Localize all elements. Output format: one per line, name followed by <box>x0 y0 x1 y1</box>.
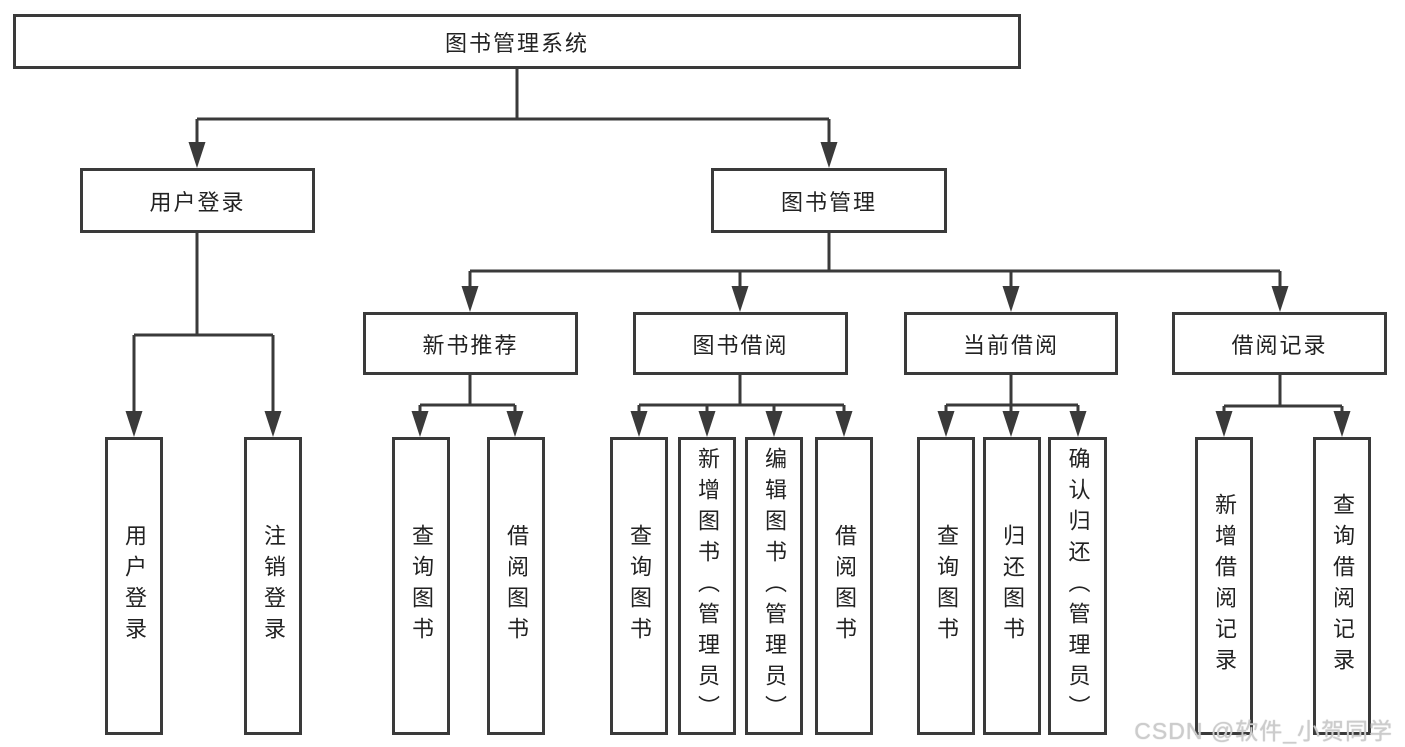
node-book-borrowing: 图书借阅 <box>633 312 848 375</box>
leaf-label: 查询借阅记录 <box>1330 493 1355 679</box>
leaf-add-book-admin: 新增图书（管理员） <box>678 437 736 735</box>
leaf-return-books: 归还图书 <box>983 437 1041 735</box>
leaf-confirm-return-admin: 确认归还（管理员） <box>1048 437 1107 735</box>
leaf-query-books-recommend: 查询图书 <box>392 437 450 735</box>
node-new-book-recommend: 新书推荐 <box>363 312 578 375</box>
node-label: 图书借阅 <box>692 332 789 358</box>
leaf-borrow-books-recommend: 借阅图书 <box>487 437 545 735</box>
leaf-user-login: 用户登录 <box>105 437 163 735</box>
node-label: 用户登录 <box>149 189 246 215</box>
leaf-label: 查询图书 <box>934 524 959 648</box>
leaf-query-books-current: 查询图书 <box>917 437 975 735</box>
leaf-label: 确认归还（管理员） <box>1065 446 1091 726</box>
leaf-logout: 注销登录 <box>244 437 302 735</box>
node-root: 图书管理系统 <box>13 14 1021 69</box>
leaf-label: 归还图书 <box>1000 524 1025 648</box>
node-label: 图书管理 <box>780 189 877 215</box>
node-user-login: 用户登录 <box>80 168 315 233</box>
node-book-management: 图书管理 <box>711 168 947 233</box>
leaf-label: 查询图书 <box>409 524 434 648</box>
node-label: 新书推荐 <box>422 332 519 358</box>
node-label: 借阅记录 <box>1231 332 1328 358</box>
leaf-label: 用户登录 <box>122 524 147 648</box>
leaf-borrow-books-borrowing: 借阅图书 <box>815 437 873 735</box>
csdn-watermark: CSDN @软件_小贺同学 <box>1134 718 1393 744</box>
leaf-label: 注销登录 <box>261 524 286 648</box>
leaf-label: 查询图书 <box>627 524 652 648</box>
leaf-label: 新增图书（管理员） <box>695 446 720 726</box>
node-label: 图书管理系统 <box>444 30 589 56</box>
leaf-query-borrow-record: 查询借阅记录 <box>1313 437 1371 735</box>
leaf-edit-book-admin: 编辑图书（管理员） <box>745 437 803 735</box>
leaf-label: 借阅图书 <box>832 524 857 648</box>
leaf-add-borrow-record: 新增借阅记录 <box>1195 437 1253 735</box>
leaf-query-books-borrowing: 查询图书 <box>610 437 668 735</box>
node-borrow-records: 借阅记录 <box>1172 312 1387 375</box>
leaf-label: 新增借阅记录 <box>1212 493 1237 679</box>
leaf-label: 借阅图书 <box>504 524 529 648</box>
leaf-label: 编辑图书（管理员） <box>762 446 787 726</box>
node-label: 当前借阅 <box>962 332 1059 358</box>
node-current-borrowing: 当前借阅 <box>904 312 1118 375</box>
